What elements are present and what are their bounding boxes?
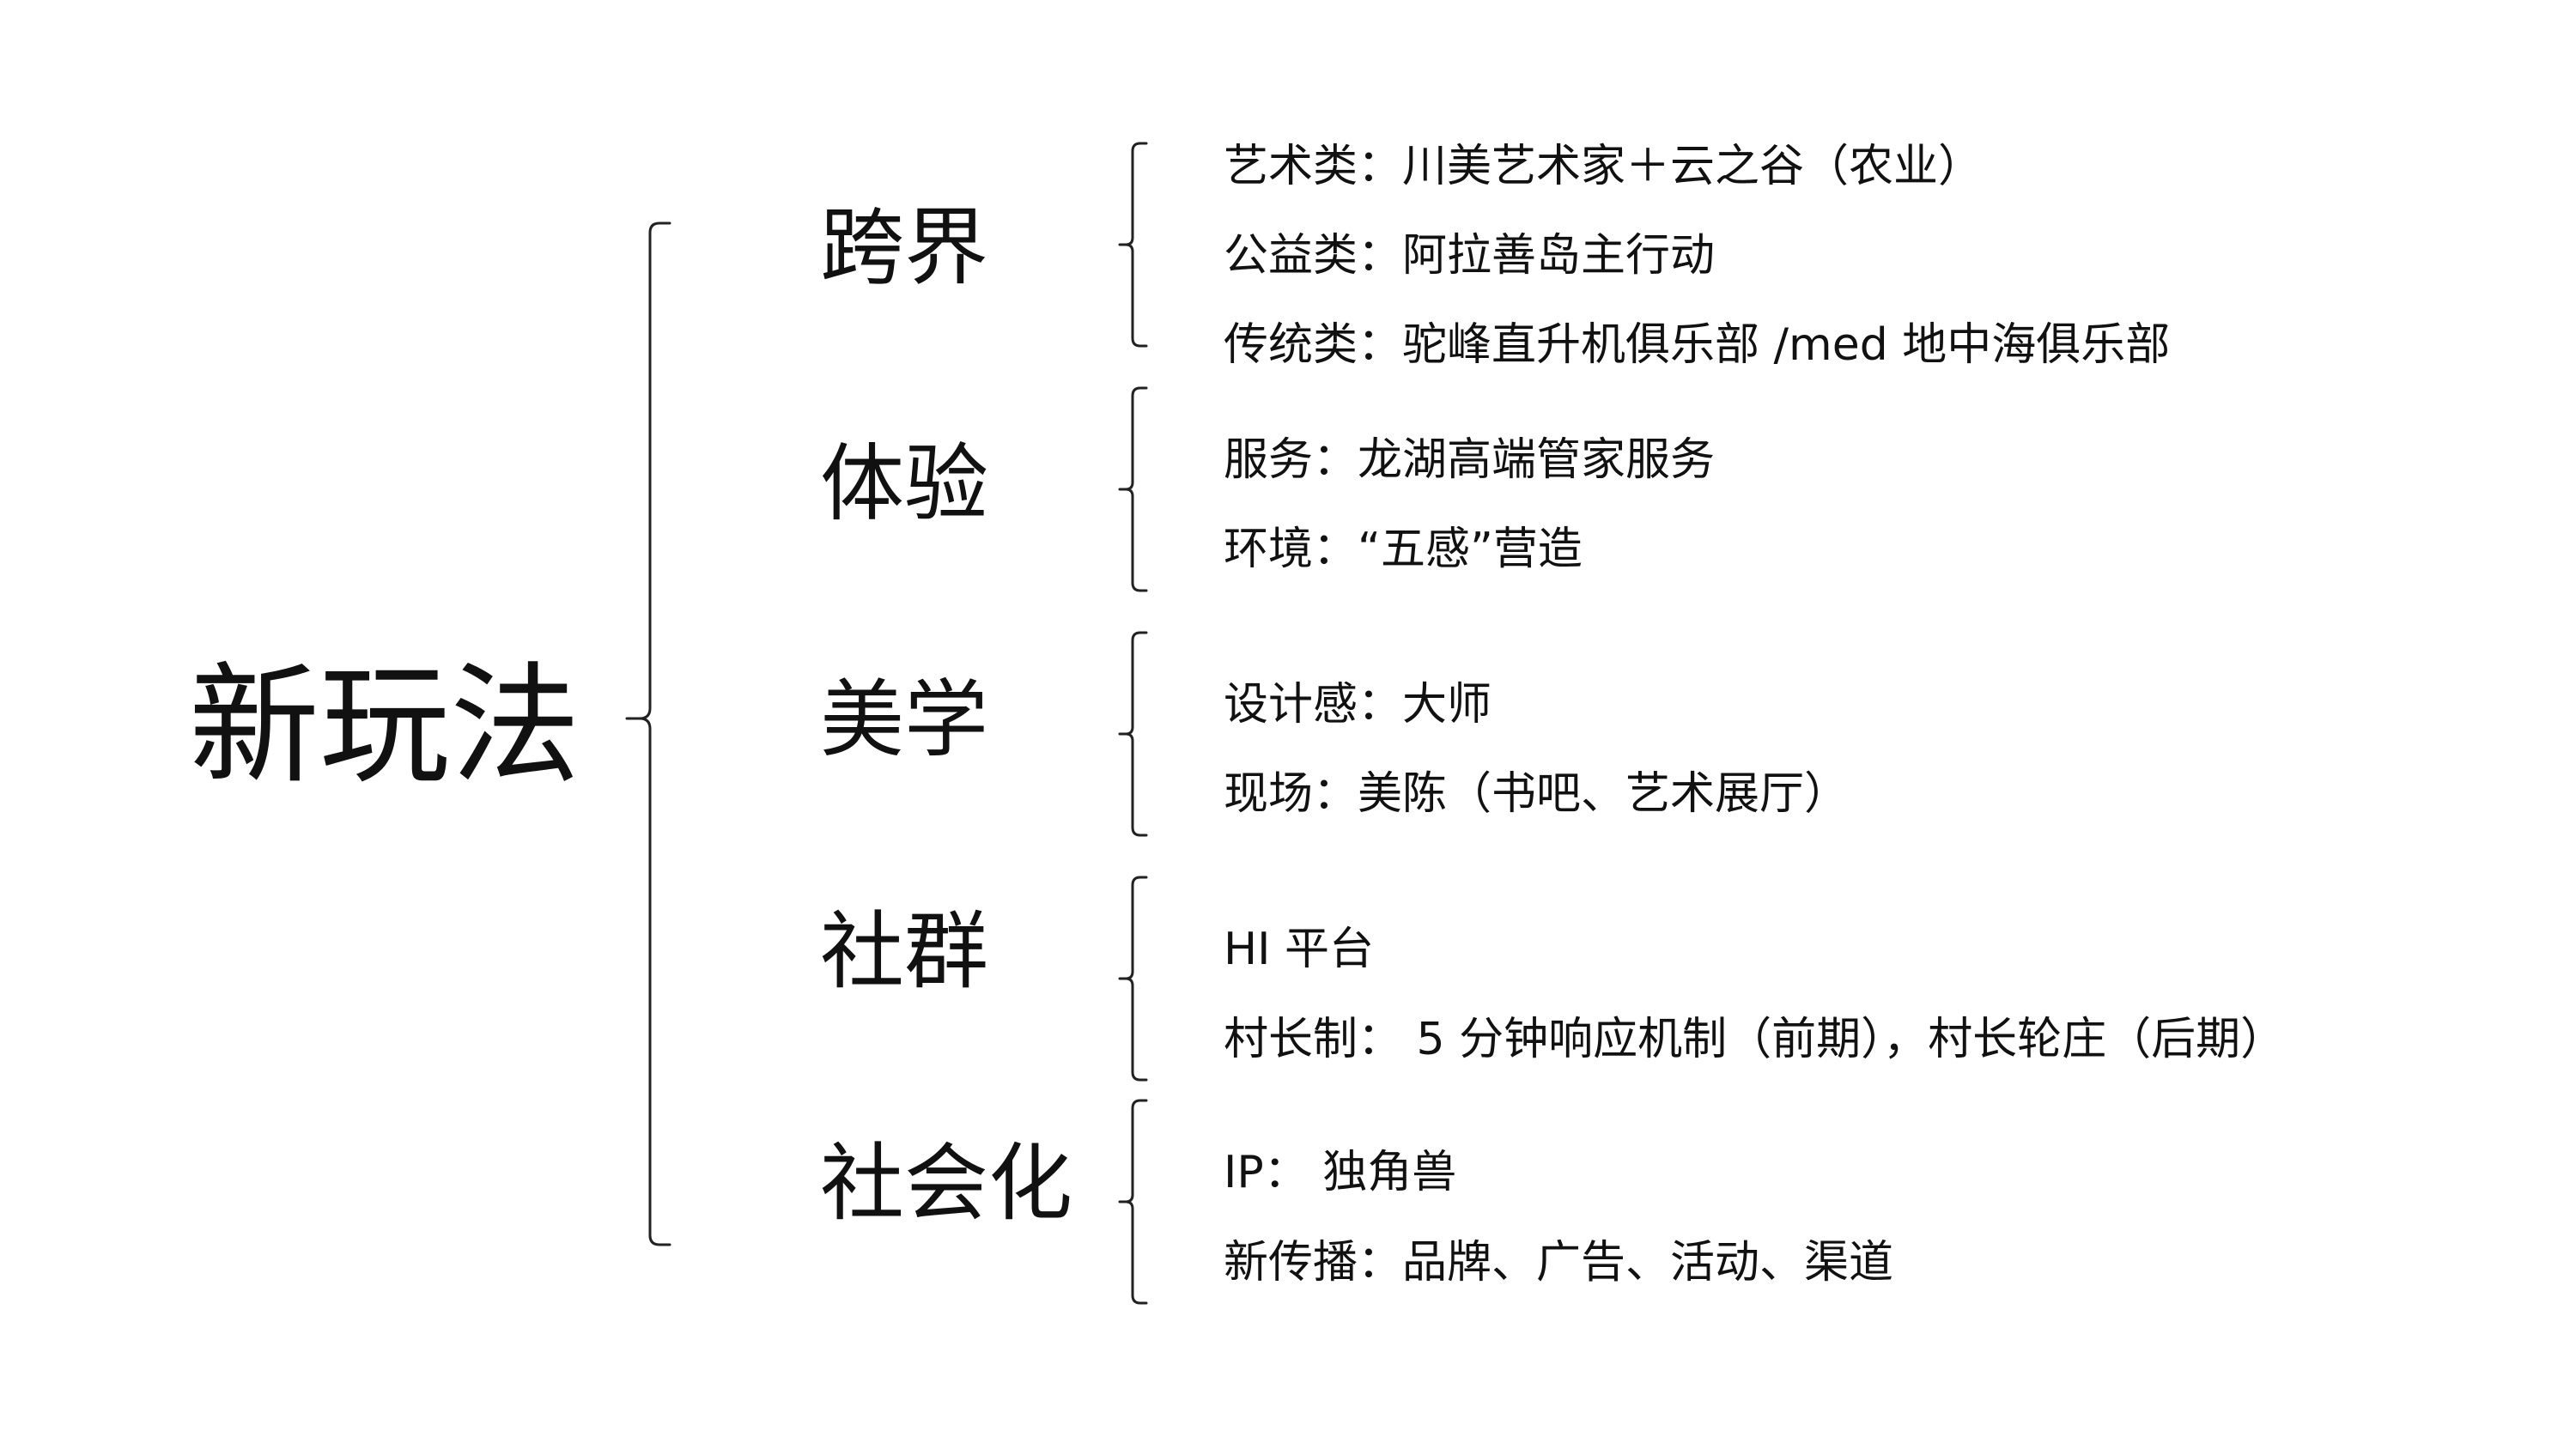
category-crossover-bracket — [1118, 142, 1148, 348]
category-crossover-label: 跨界 — [820, 199, 989, 297]
category-aesthetics-bracket — [1118, 631, 1148, 837]
category-experience-item-environment: 环境：“五感”营造 — [1224, 524, 1583, 575]
category-community-bracket — [1118, 876, 1148, 1082]
category-community-label: 社群 — [820, 903, 989, 1001]
category-aesthetics-label: 美学 — [820, 671, 989, 769]
category-crossover-item-art: 艺术类：川美艺术家＋云之谷（农业） — [1224, 141, 1984, 192]
root-node-label: 新玩法 — [189, 650, 580, 802]
category-crossover-item-charity: 公益类：阿拉善岛主行动 — [1224, 230, 1716, 282]
root-bracket — [625, 221, 671, 1246]
category-crossover-item-traditional: 传统类：驼峰直升机俱乐部 /med 地中海俱乐部 — [1224, 319, 2171, 371]
category-socialization-item-ip: IP： 独角兽 — [1224, 1147, 1457, 1198]
category-socialization-label: 社会化 — [820, 1135, 1073, 1233]
category-socialization-bracket — [1118, 1099, 1148, 1305]
category-experience-label: 体验 — [820, 435, 989, 533]
category-experience-bracket — [1118, 386, 1148, 592]
category-experience-item-service: 服务：龙湖高端管家服务 — [1224, 434, 1716, 486]
category-socialization-item-communication: 新传播：品牌、广告、活动、渠道 — [1224, 1237, 1894, 1288]
category-aesthetics-item-venue: 现场：美陈（书吧、艺术展厅） — [1224, 768, 1850, 820]
category-community-item-platform: HI 平台 — [1224, 924, 1374, 975]
category-community-item-village-head: 村长制： 5 分钟响应机制（前期），村长轮庄（后期） — [1224, 1014, 2286, 1065]
category-aesthetics-item-design: 设计感：大师 — [1224, 679, 1492, 731]
